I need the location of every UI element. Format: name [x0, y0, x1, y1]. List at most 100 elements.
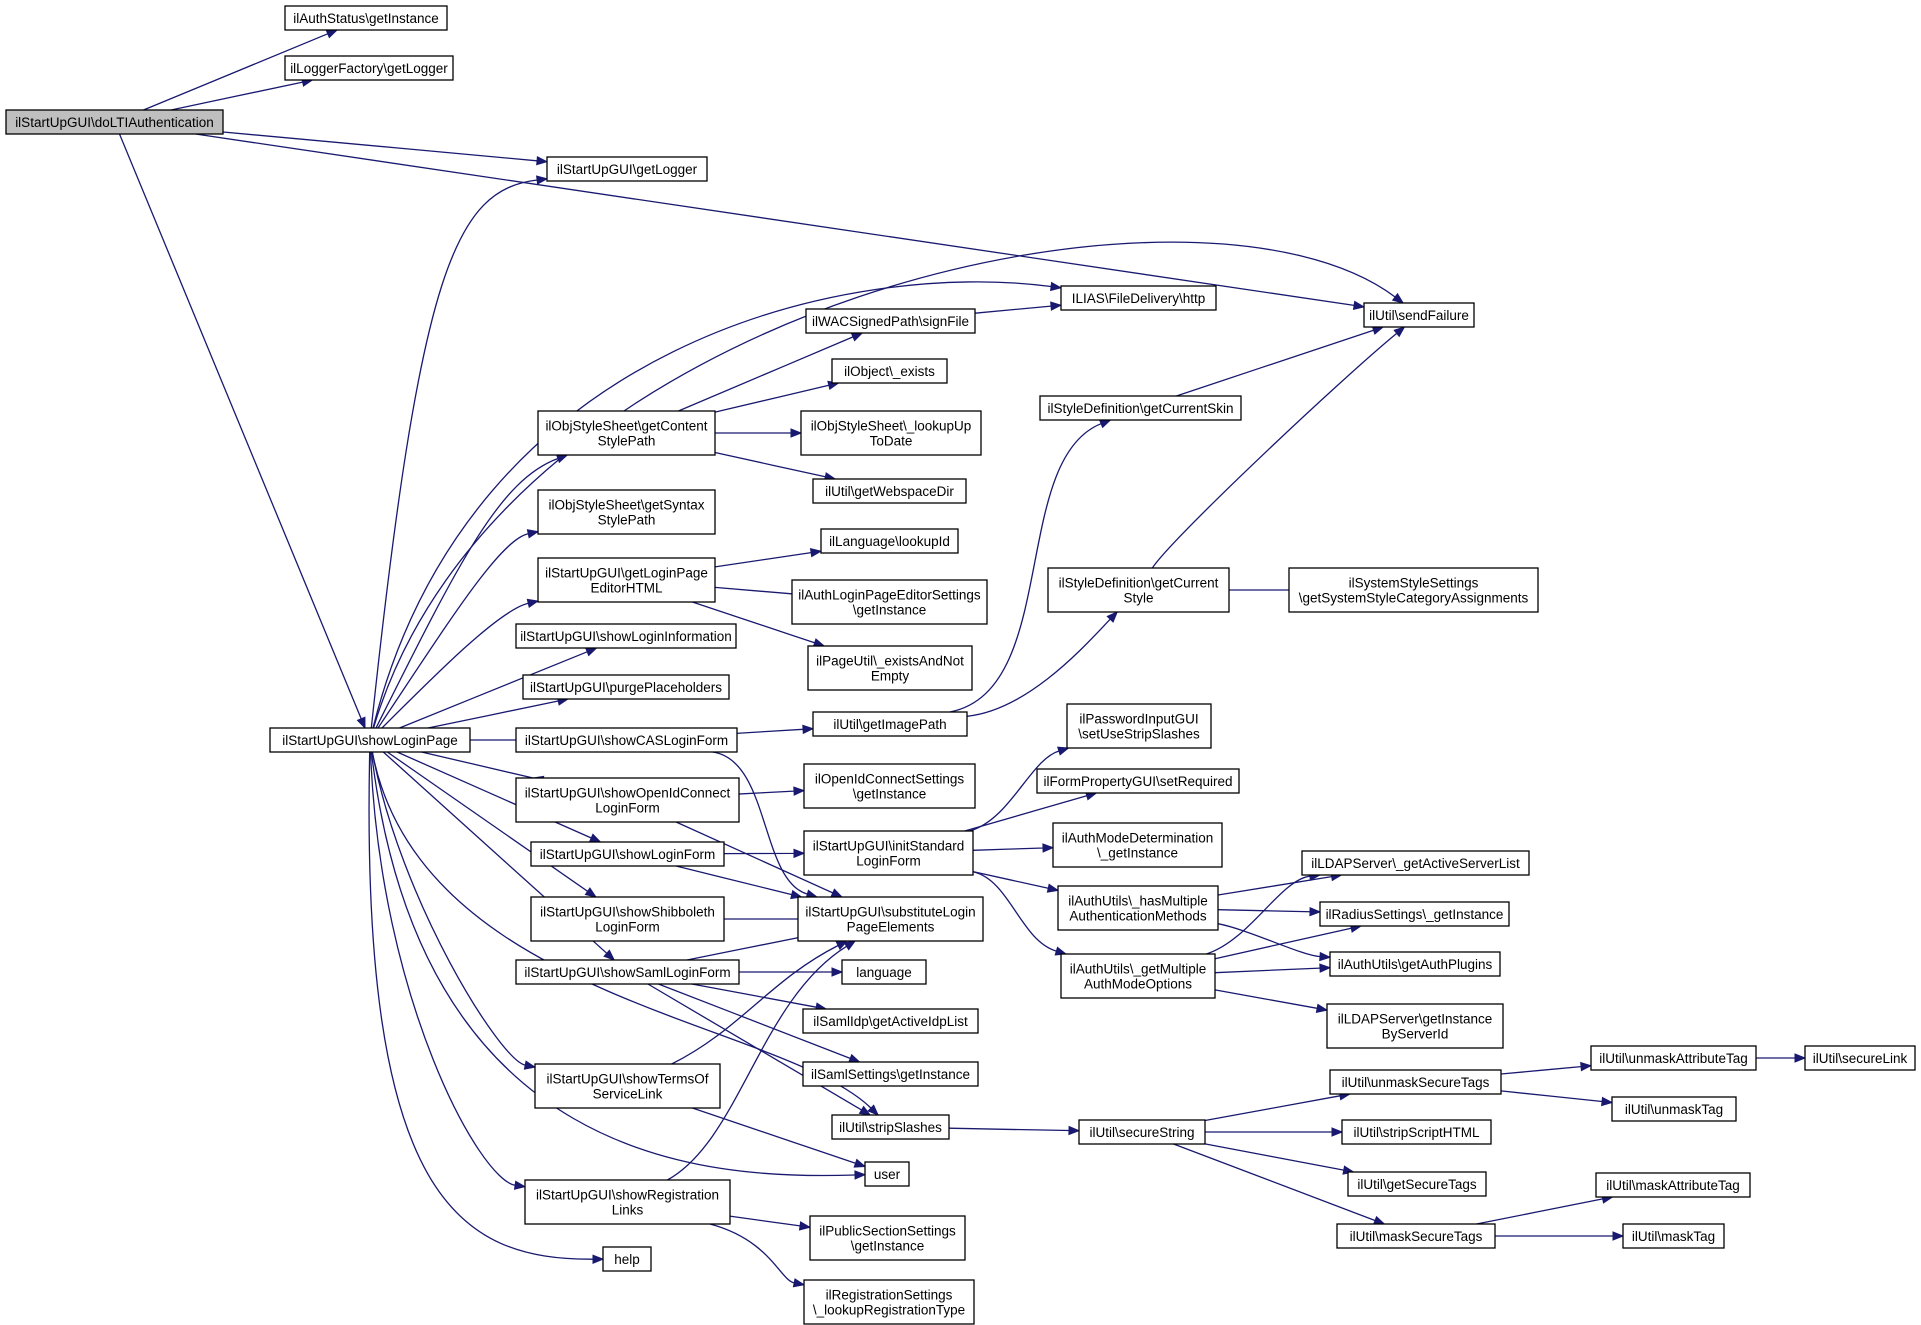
- node-help[interactable]: help: [602, 1246, 652, 1272]
- node-setusestrip[interactable]: ilPasswordInputGUI\setUseStripSlashes: [1066, 703, 1212, 749]
- edge-line: [692, 1107, 856, 1164]
- node-box: [831, 358, 948, 384]
- node-box: [284, 55, 454, 81]
- node-sendfailure[interactable]: ilUtil\sendFailure: [1363, 302, 1475, 328]
- node-samlidp[interactable]: ilSamlIdp\getActiveIdpList: [802, 1008, 979, 1034]
- node-regsettings[interactable]: ilRegistrationSettings\_lookupRegistrati…: [803, 1279, 975, 1325]
- node-label: ilUtil\unmaskTag: [1625, 1102, 1723, 1117]
- node-radius[interactable]: ilRadiusSettings\_getInstance: [1319, 901, 1510, 927]
- node-http[interactable]: ILIAS\FileDelivery\http: [1060, 285, 1217, 311]
- node-setrequired[interactable]: ilFormPropertyGUI\setRequired: [1036, 768, 1240, 794]
- node-stripslashes[interactable]: ilUtil\stripSlashes: [831, 1114, 950, 1140]
- node-getlogger[interactable]: ilStartUpGUI\getLogger: [546, 156, 708, 182]
- node-label: ilUtil\getImagePath: [833, 717, 946, 732]
- edge-line: [1206, 875, 1310, 955]
- edge-arrowhead: [1393, 326, 1406, 338]
- node-stripscript[interactable]: ilUtil\stripScriptHTML: [1341, 1119, 1492, 1145]
- node-box: [803, 763, 976, 809]
- node-getsecuretags[interactable]: ilUtil\getSecureTags: [1347, 1171, 1487, 1197]
- edge-showloginpage-to-loginpageeditor: [381, 598, 540, 729]
- node-masktag[interactable]: ilUtil\maskTag: [1622, 1223, 1725, 1249]
- node-box: [791, 579, 988, 625]
- node-label: ilPageUtil\_existsAndNot: [816, 654, 964, 669]
- node-language[interactable]: language: [841, 959, 927, 985]
- edge-arrowhead: [603, 949, 616, 961]
- node-getimagepath[interactable]: ilUtil\getImagePath: [812, 711, 968, 737]
- node-securestring[interactable]: ilUtil\secureString: [1078, 1119, 1206, 1145]
- edge-line: [371, 751, 526, 1066]
- node-masksecure[interactable]: ilUtil\maskSecureTags: [1336, 1223, 1496, 1249]
- node-label: ilStartUpGUI\showRegistration: [536, 1188, 719, 1203]
- edge-showloginpage-to-showreg: [369, 751, 527, 1190]
- node-maskattr[interactable]: ilUtil\maskAttributeTag: [1595, 1172, 1751, 1198]
- node-oidcsettings[interactable]: ilOpenIdConnectSettings\getInstance: [803, 763, 976, 809]
- edge-line: [1214, 967, 1321, 974]
- edge-line: [972, 871, 1057, 952]
- node-lookupid[interactable]: ilLanguage\lookupId: [820, 528, 959, 554]
- edge-arrowhead: [325, 29, 339, 39]
- edge-unmasksecure-to-unmasktag: [1500, 1090, 1614, 1107]
- node-box: [1595, 1172, 1751, 1198]
- node-webspacedir[interactable]: ilUtil\getWebspaceDir: [812, 478, 967, 504]
- node-getcurrentskin[interactable]: ilStyleDefinition\getCurrentSkin: [1039, 395, 1242, 421]
- node-label: ilObjStyleSheet\_lookupUp: [811, 419, 972, 434]
- edge-getimagepath-to-getcurrentstyle: [966, 611, 1119, 717]
- node-box: [1288, 567, 1539, 613]
- node-label: ilStartUpGUI\showSamlLoginForm: [524, 965, 730, 980]
- node-label: ilAuthUtils\_getMultiple: [1070, 962, 1207, 977]
- node-authloginsettings[interactable]: ilAuthLoginPageEditorSettings\getInstanc…: [791, 579, 988, 625]
- edge-arrowhead: [513, 1180, 527, 1190]
- node-hasmultiple[interactable]: ilAuthUtils\_hasMultipleAuthenticationMe…: [1057, 885, 1219, 931]
- node-authmodedet[interactable]: ilAuthModeDetermination\_getInstance: [1052, 822, 1223, 868]
- node-ldapactive[interactable]: ilLDAPServer\_getActiveServerList: [1301, 850, 1530, 876]
- node-showsaml[interactable]: ilStartUpGUI\showSamlLoginForm: [515, 959, 740, 985]
- node-samlsettings[interactable]: ilSamlSettings\getInstance: [802, 1061, 979, 1087]
- edge-securestring-to-getsecuretags: [1204, 1143, 1355, 1175]
- node-wacsign[interactable]: ilWACSignedPath\signFile: [805, 308, 976, 334]
- node-unmaskattr[interactable]: ilUtil\unmaskAttributeTag: [1590, 1045, 1757, 1071]
- node-label: ilUtil\maskSecureTags: [1350, 1229, 1483, 1244]
- node-loggerfactory[interactable]: ilLoggerFactory\getLogger: [284, 55, 454, 81]
- edge-arrowhead: [1046, 883, 1060, 893]
- node-showlogininfo[interactable]: ilStartUpGUI\showLoginInformation: [515, 623, 737, 649]
- node-showloginpage[interactable]: ilStartUpGUI\showLoginPage: [269, 727, 471, 753]
- node-label: ilStartUpGUI\showLoginPage: [282, 733, 458, 748]
- node-root[interactable]: ilStartUpGUI\doLTIAuthentication: [5, 109, 224, 135]
- edge-line: [948, 1127, 1070, 1132]
- node-authplugins[interactable]: ilAuthUtils\getAuthPlugins: [1329, 951, 1501, 977]
- node-label: ILIAS\FileDelivery\http: [1072, 291, 1206, 306]
- edge-line: [1176, 329, 1374, 397]
- edge-line: [675, 821, 834, 894]
- node-showloginform[interactable]: ilStartUpGUI\showLoginForm: [530, 841, 725, 867]
- node-unmasksecure[interactable]: ilUtil\unmaskSecureTags: [1329, 1069, 1502, 1095]
- edge-showloginpage-to-purge: [427, 696, 570, 729]
- node-securelink[interactable]: ilUtil\secureLink: [1804, 1045, 1916, 1071]
- node-showcas[interactable]: ilStartUpGUI\showCASLoginForm: [515, 727, 738, 753]
- node-objexists[interactable]: ilObject\_exists: [831, 358, 948, 384]
- edge-showterms-to-user: [692, 1107, 867, 1168]
- node-label: ilObject\_exists: [844, 364, 935, 379]
- edge-securestring-to-stripscript: [1204, 1127, 1344, 1137]
- node-user[interactable]: user: [864, 1161, 910, 1187]
- node-box: [820, 528, 959, 554]
- node-systemstyle[interactable]: ilSystemStyleSettings\getSystemStyleCate…: [1288, 567, 1539, 613]
- node-publicsection[interactable]: ilPublicSectionSettings\getInstance: [809, 1215, 966, 1261]
- node-unmasktag[interactable]: ilUtil\unmaskTag: [1611, 1096, 1737, 1122]
- node-authstatus[interactable]: ilAuthStatus\getInstance: [284, 5, 448, 31]
- node-purge[interactable]: ilStartUpGUI\purgePlaceholders: [522, 674, 730, 700]
